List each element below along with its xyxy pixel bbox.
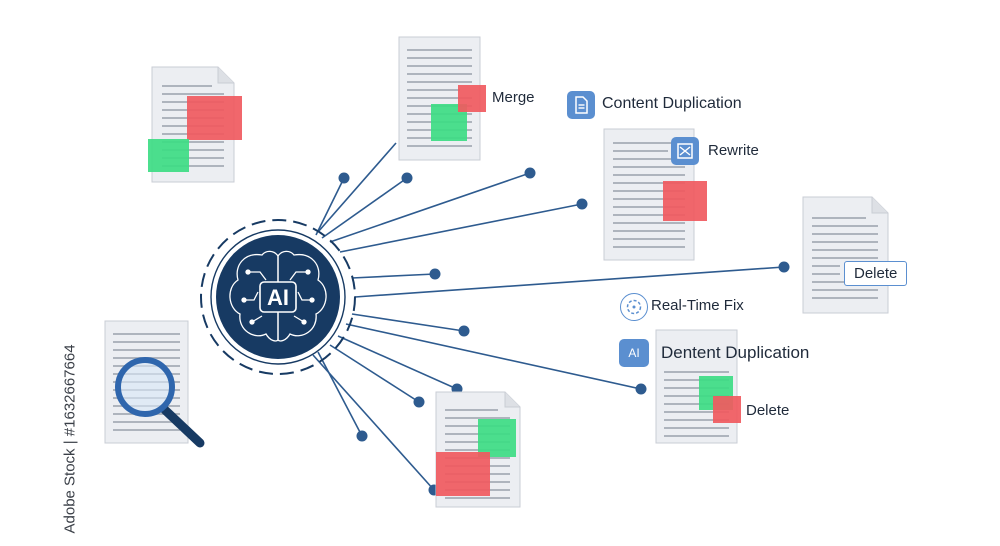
ai-hub: AI — [200, 219, 356, 375]
brain-chip-icon — [229, 250, 327, 342]
document-delete-right — [802, 196, 889, 314]
watermark-text: Adobe Stock | #1632667664 — [61, 344, 79, 534]
document-bottom — [435, 391, 521, 508]
document-rewrite — [603, 128, 707, 261]
connector-lines — [312, 142, 785, 491]
magnifier-icon — [115, 357, 205, 448]
content-duplication-label: Content Duplication — [602, 95, 742, 112]
ai-badge-text: AI — [628, 346, 640, 360]
rewrite-label: Rewrite — [708, 142, 759, 159]
merge-label: Merge — [492, 89, 535, 106]
ai-hub-text: AI — [267, 285, 289, 310]
document-search — [104, 320, 205, 448]
document-top-left — [148, 66, 242, 183]
connector-dots — [338, 167, 790, 496]
delete-callout: Delete — [844, 261, 908, 286]
ai-sparkle-icon: AI — [619, 339, 649, 367]
realtime-fix-icon — [620, 293, 648, 321]
document-merge — [398, 36, 486, 161]
document-delete-lower — [655, 329, 741, 444]
rewrite-icon — [671, 137, 699, 165]
real-time-fix-label: Real-Time Fix — [651, 297, 744, 314]
dentent-duplication-label: Dentent Duplication — [661, 343, 810, 362]
document-icon — [567, 91, 595, 119]
delete-lower-label: Delete — [746, 402, 790, 419]
